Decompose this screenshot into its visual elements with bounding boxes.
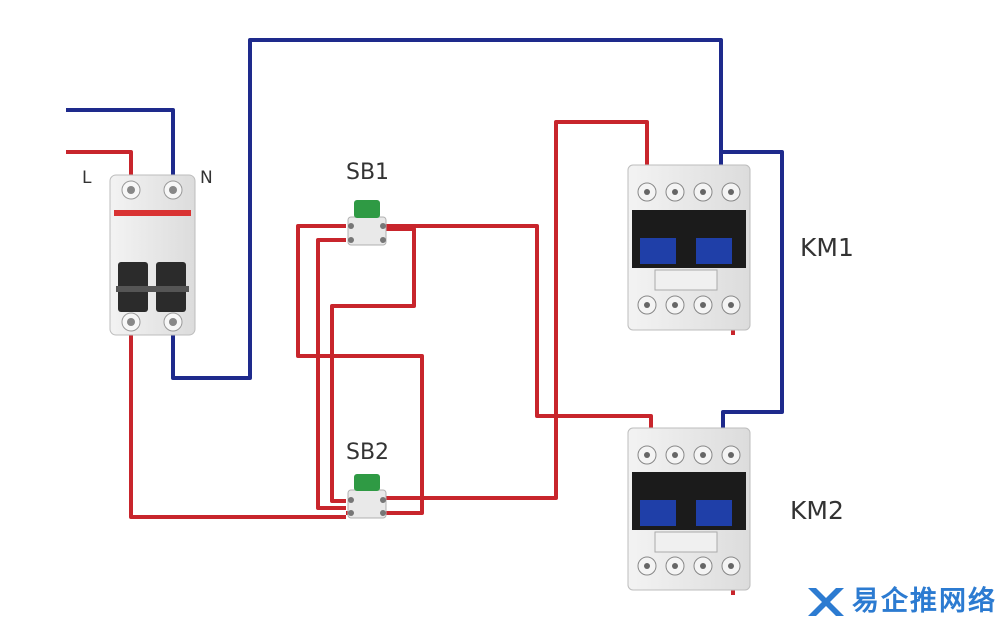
km2-blue-block bbox=[640, 500, 676, 526]
watermark-text: 易企推网络 bbox=[852, 586, 997, 617]
sb1-green-cap bbox=[354, 200, 380, 218]
sb2-to-km1-wire bbox=[385, 120, 649, 500]
neutral-wires bbox=[66, 38, 784, 440]
neutral-km1-to-km2-coil-wire bbox=[719, 150, 784, 440]
breaker-terminal-line-bottom bbox=[121, 312, 141, 332]
sb1-loop-wire bbox=[296, 224, 424, 515]
sb2-green-cap bbox=[354, 474, 380, 491]
label-km1: KM1 bbox=[800, 233, 854, 262]
breaker-terminal-neutral-bottom bbox=[163, 312, 183, 332]
label-km2: KM2 bbox=[790, 496, 844, 525]
watermark-logo-icon bbox=[808, 588, 844, 616]
contactor-km2 bbox=[627, 427, 751, 591]
km2-window bbox=[654, 531, 718, 553]
sb1-to-km2-wire bbox=[385, 224, 653, 440]
pushbutton-sb1 bbox=[347, 200, 387, 246]
sb2-to-sb1-wire bbox=[316, 238, 346, 510]
neutral-breaker-to-km1-coil-wire bbox=[171, 38, 723, 380]
label-line: L bbox=[82, 168, 92, 188]
breaker-terminal-neutral-top bbox=[163, 180, 183, 200]
km1-blue-block bbox=[640, 238, 676, 264]
label-sb1: SB1 bbox=[346, 160, 390, 185]
label-sb2: SB2 bbox=[346, 440, 390, 465]
circuit-breaker bbox=[109, 174, 196, 336]
km1-window bbox=[654, 269, 718, 291]
breaker-label-strip bbox=[114, 210, 191, 216]
neutral-supply-wire bbox=[66, 108, 175, 188]
live-breaker-to-sb2-wire bbox=[129, 322, 346, 519]
watermark: 易企推网络 bbox=[806, 579, 997, 618]
label-neutral: N bbox=[200, 168, 213, 188]
sb1-to-km1-wire bbox=[330, 227, 416, 503]
contactor-km1 bbox=[627, 164, 751, 331]
breaker-terminal-line-top bbox=[121, 180, 141, 200]
pushbutton-sb2 bbox=[347, 474, 387, 519]
